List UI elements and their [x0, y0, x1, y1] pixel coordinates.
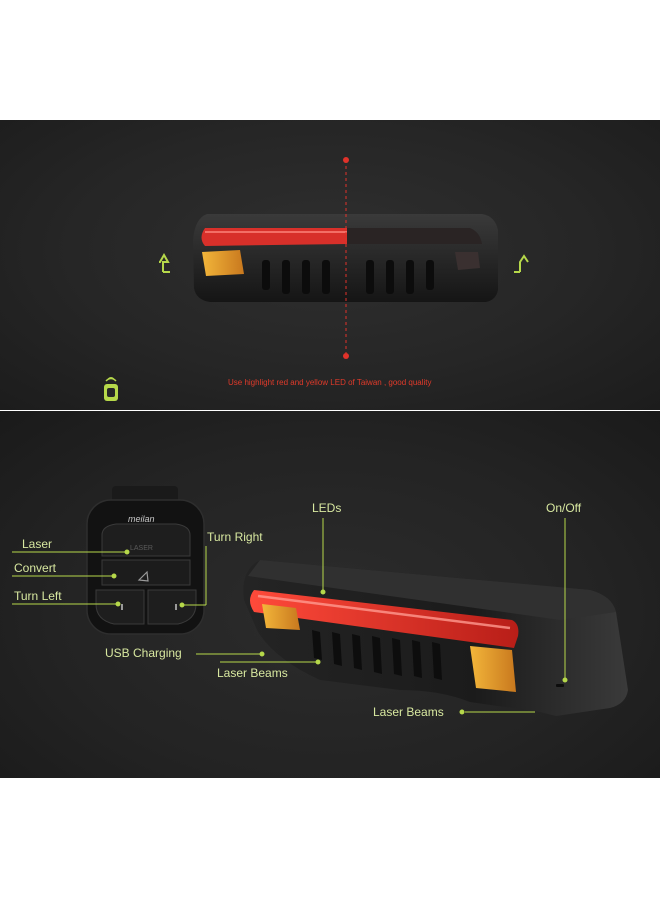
yellow-led-left — [262, 604, 300, 630]
turn-right-button[interactable] — [147, 589, 197, 625]
laser-button[interactable] — [101, 523, 191, 557]
label-laser: Laser — [22, 537, 53, 551]
yellow-led-right — [470, 646, 516, 692]
vent-slots — [312, 630, 442, 680]
label-laser-beams-2: Laser Beams — [373, 705, 444, 719]
remote-brand-text: meilan — [128, 514, 155, 524]
big-tail-light — [243, 560, 629, 716]
label-laser-beams-1: Laser Beams — [217, 666, 288, 680]
leader-lines — [12, 518, 568, 715]
label-convert: Convert — [14, 561, 57, 575]
turn-left-button[interactable] — [95, 589, 145, 625]
turn-left-arrow-icon — [159, 252, 170, 272]
label-on-off: On/Off — [546, 501, 582, 515]
wireless-remote-icon — [104, 377, 118, 401]
label-turn-left: Turn Left — [14, 589, 62, 603]
top-caption: Use highlight red and yellow LED of Taiw… — [228, 378, 432, 387]
vent-slots — [262, 260, 434, 294]
yellow-led-left — [202, 250, 244, 276]
remote-button-text: LASER — [130, 545, 153, 552]
label-leds: LEDs — [312, 501, 342, 515]
label-turn-right: Turn Right — [207, 530, 263, 544]
top-tail-light — [159, 157, 529, 359]
on-off-switch — [556, 684, 564, 687]
turn-right-arrow-icon — [519, 254, 529, 272]
label-usb-charging: USB Charging — [105, 646, 182, 660]
remote-control — [86, 486, 205, 635]
